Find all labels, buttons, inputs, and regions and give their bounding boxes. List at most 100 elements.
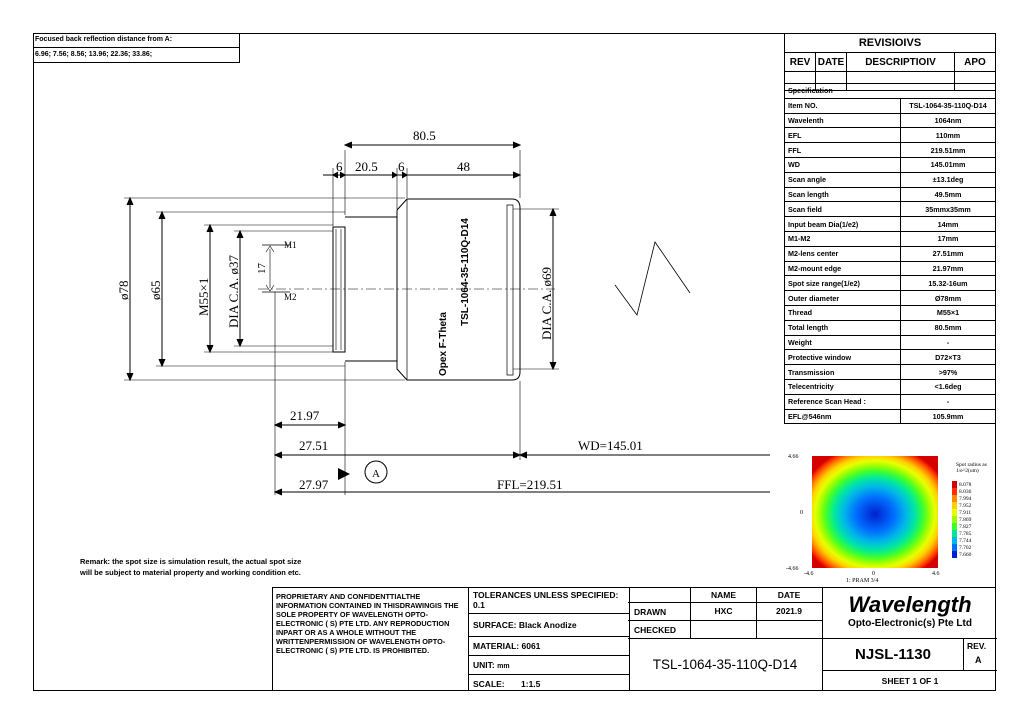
spec-row: Weight- xyxy=(784,334,996,351)
spec-label: Scan length xyxy=(784,186,901,203)
scale-row: SCALE: 1:1.5 xyxy=(469,675,629,693)
spot-size-plot: 4.66 0 -4.66 -4.6 0 4.6 1: PRAM 3/4 Spot… xyxy=(786,454,987,584)
spec-label: WD xyxy=(784,156,901,173)
spec-label: Scan angle xyxy=(784,171,901,188)
spec-label: Transmission xyxy=(784,364,901,380)
unit-row: UNIT: mm xyxy=(469,656,629,675)
tolerances: TOLERANCES UNLESS SPECIFIED: 0.1 xyxy=(469,588,629,614)
revisions-table: REVISIOIVS REV DATE DESCRIPTIOIV APO xyxy=(784,33,996,91)
spec-label: FFL xyxy=(784,142,901,158)
dim-m2-a: 27.97 xyxy=(299,477,329,492)
spec-label: Wavelenth xyxy=(784,112,901,129)
unit-value: mm xyxy=(497,663,510,670)
legend-swatch xyxy=(952,509,957,516)
date-header: DATE xyxy=(815,52,847,72)
spec-label: Thread xyxy=(784,304,901,321)
spec-value: 80.5mm xyxy=(900,319,996,336)
legend-swatch xyxy=(952,530,957,537)
legend-swatch xyxy=(952,551,957,558)
spec-label: Total length xyxy=(784,319,901,336)
focus-distance-box: Focused back reflection distance from A:… xyxy=(33,33,240,63)
spec-value: 1064nm xyxy=(900,112,996,129)
spec-row: Transmission>97% xyxy=(784,364,996,380)
legend-value: 7.702 xyxy=(959,545,972,551)
spec-value: <1.6deg xyxy=(900,378,996,395)
dim-barrel-length: 48 xyxy=(457,159,470,174)
company-block: Wavelength Opto-Electronic(s) Pte Ltd xyxy=(823,588,997,639)
legend-value: 7.827 xyxy=(959,524,972,530)
company-subtitle: Opto-Electronic(s) Pte Ltd xyxy=(848,618,972,629)
focus-distance-values: 6.96; 7.56; 8.56; 13.96; 22.36; 33.86; xyxy=(35,51,153,58)
dim-thread-length: 20.5 xyxy=(355,159,378,174)
sheet-number: SHEET 1 OF 1 xyxy=(881,676,939,686)
x-mid-label: 0 xyxy=(872,571,875,577)
rev-value: A xyxy=(975,655,982,665)
legend-swatch xyxy=(952,537,957,544)
scale-value: 1:1.5 xyxy=(521,679,541,689)
spec-value: 35mmx35mm xyxy=(900,201,996,218)
legend-value: 7.744 xyxy=(959,538,972,544)
proprietary-notice: PROPRIETARY AND CONFIDENTTIALTHE INFORMA… xyxy=(276,592,459,655)
spec-value: 17mm xyxy=(900,230,996,247)
legend-value: 8.036 xyxy=(959,489,972,495)
description-header: DESCRIPTIOIV xyxy=(846,52,955,72)
spec-label: M1-M2 xyxy=(784,230,901,247)
engraving-line-1: Opex F-Theta xyxy=(438,312,449,376)
rev-header: REV xyxy=(784,52,816,72)
plot-caption: 1: PRAM 3/4 xyxy=(846,578,878,584)
spec-label: Weight xyxy=(784,334,901,351)
color-legend: 8.0788.0367.9947.9527.9117.8697.8277.785… xyxy=(952,481,972,558)
checked-row: CHECKED xyxy=(628,621,822,639)
tolerances-column: TOLERANCES UNLESS SPECIFIED: 0.1 SURFACE… xyxy=(468,588,630,691)
y-bottom-label: -4.66 xyxy=(786,566,799,572)
spec-label: Protective window xyxy=(784,349,901,366)
dim-clear-aperture-37: DIA C.A. ø37 xyxy=(226,255,241,328)
legend-title-2: 1/e^2(um) xyxy=(956,467,979,474)
spec-label: M2-lens center xyxy=(784,245,901,262)
spec-value: 21.97mm xyxy=(900,260,996,277)
spec-value: 105.9mm xyxy=(900,408,996,425)
spec-row: Spot size range(1/e2)15.32-16um xyxy=(784,275,996,292)
name-header: NAME xyxy=(690,588,757,602)
y-mid-label: 0 xyxy=(800,510,803,516)
x-right-label: 4.6 xyxy=(932,571,940,577)
scale-label: SCALE: xyxy=(473,679,505,689)
barrel-outline xyxy=(396,198,521,381)
spec-row: Telecentricity<1.6deg xyxy=(784,378,996,395)
dim-m2-lens-center: 27.51 xyxy=(299,438,328,453)
legend-value: 7.660 xyxy=(959,552,972,558)
surface-label: SURFACE: xyxy=(473,620,517,630)
spec-label: EFL@546nm xyxy=(784,408,901,425)
spec-label: EFL xyxy=(784,127,901,144)
flange-outline xyxy=(332,226,346,353)
drawn-checked-grid: NAME DATE DRAWN HXC 2021.9 CHECKED TSL-1… xyxy=(628,588,823,691)
drawing-number: NJSL-1130 xyxy=(823,639,964,670)
surface-row: SURFACE: Black Anodize xyxy=(469,614,629,637)
spec-title: Specification xyxy=(784,83,996,99)
x-left-label: -4.6 xyxy=(804,571,814,577)
material-row: MATERIAL: 6061 xyxy=(469,637,629,656)
m1-label: M1 xyxy=(284,240,297,250)
spec-row: Item NO.TSL-1064-35-110Q-D14 xyxy=(784,97,996,114)
spec-label: Reference Scan Head : xyxy=(784,393,901,410)
engraving-line-2: TSL-1064-35-110Q-D14 xyxy=(460,218,471,326)
dim-step: 6 xyxy=(398,159,405,174)
spec-label: Spot size range(1/e2) xyxy=(784,275,901,292)
spec-value: 15.32-16um xyxy=(900,275,996,292)
name-date-header: NAME DATE xyxy=(628,588,822,603)
legend-swatch xyxy=(952,481,957,488)
legend-swatch xyxy=(952,502,957,509)
legend-title-1: Spot radius as xyxy=(956,462,987,468)
spec-value: - xyxy=(900,334,996,351)
spec-value: 27.51mm xyxy=(900,245,996,262)
drawn-name: HXC xyxy=(690,603,757,620)
spec-label: Item NO. xyxy=(784,97,901,114)
spec-value: 110mm xyxy=(900,127,996,144)
company-column: Wavelength Opto-Electronic(s) Pte Ltd NJ… xyxy=(823,588,997,691)
surface-value: Black Anodize xyxy=(518,620,577,630)
